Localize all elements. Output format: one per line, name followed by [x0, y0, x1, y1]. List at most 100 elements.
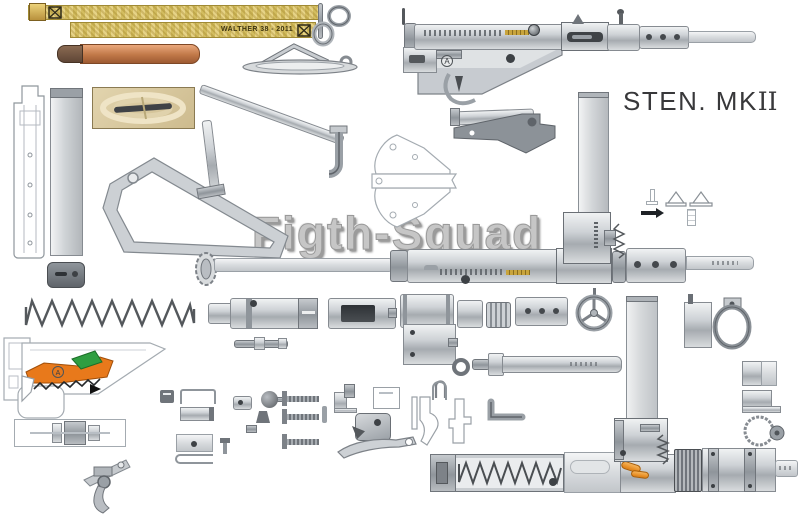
extractor-slot	[302, 311, 315, 314]
butt-plate-dish	[242, 43, 358, 75]
skeleton-stock	[102, 157, 289, 259]
shroud-hole	[646, 34, 652, 40]
cone-plunger	[256, 411, 270, 423]
webbing-sling-1	[28, 5, 320, 20]
collar-piece	[457, 300, 483, 328]
sear-hole	[374, 419, 381, 426]
sling-loop	[311, 21, 335, 47]
sling-ring	[327, 5, 351, 27]
t-stock-tube	[198, 84, 345, 146]
magazine-housing-front-view	[712, 297, 752, 350]
housing-button	[448, 338, 458, 347]
magazine-top-edge	[626, 296, 658, 302]
firing-pin-head	[278, 338, 287, 349]
ribbed-bushing	[486, 302, 511, 328]
section-lug	[388, 308, 397, 318]
angle-bracket-top	[344, 384, 355, 398]
tube-ring	[446, 295, 450, 327]
magazine-display-vertical	[578, 92, 609, 218]
magazine-catch-spring	[612, 223, 626, 259]
band-bolt	[748, 484, 752, 488]
sling-stud-ball	[617, 9, 624, 15]
housing-band	[744, 448, 756, 492]
barrel	[502, 356, 622, 373]
oil-bottle-cap	[57, 45, 83, 63]
t-bolt-head	[282, 391, 287, 406]
lever-hole	[238, 400, 243, 405]
magazine-housing-side-view	[684, 302, 712, 348]
tube-ring	[403, 295, 407, 327]
t-bolt-shaft	[287, 414, 319, 420]
shroud-hole	[652, 261, 659, 268]
barrel-bushing	[742, 361, 762, 386]
magazine-outline-drawing	[13, 85, 45, 259]
barrel-sleeve-front	[607, 24, 640, 51]
knurled-barrel-nut	[674, 449, 702, 492]
bolt-stud	[250, 300, 257, 307]
u-spring-pin	[432, 381, 447, 400]
magazine-feed-lips	[450, 108, 460, 126]
outline-detail-line	[30, 432, 110, 434]
schematic-proof-mark: A	[56, 370, 61, 377]
barrel-markings	[712, 261, 738, 265]
sleeve-hole	[553, 308, 559, 314]
sling-stamp: WALTHER 38 - 2011	[221, 26, 294, 33]
sling-stencil-box-icon	[297, 24, 311, 37]
shroud-hole	[634, 261, 641, 268]
u-channel-strip	[175, 454, 213, 464]
muzzle-markings	[779, 466, 793, 470]
cocking-slot-serrations	[440, 269, 504, 275]
firing-pin-collar	[254, 337, 265, 350]
cocking-handle-knob	[528, 24, 540, 36]
stock-hook-fitting	[328, 125, 348, 178]
screw-head	[220, 438, 230, 443]
band-bolt	[711, 452, 715, 456]
sling-brass-buckle	[29, 3, 46, 21]
trigger-guard	[443, 73, 476, 106]
t-bolt-head	[282, 409, 287, 424]
cocking-slot-serrations	[424, 30, 504, 36]
barrel-nut-front-view	[575, 288, 613, 332]
oil-bottle-body	[80, 44, 200, 64]
t-bolt-head	[282, 434, 287, 449]
pin-vertical	[322, 406, 327, 423]
trigger-mechanism-schematic: A	[3, 337, 167, 419]
spring-clip	[160, 390, 174, 403]
tripping-lever	[337, 436, 417, 459]
housing-bolt	[620, 450, 626, 456]
trigger-cover-plate	[453, 113, 556, 154]
pull-through-cord	[100, 92, 186, 124]
receiver-tube-section	[400, 294, 454, 328]
housing-band	[708, 448, 719, 492]
flanged-cap-foot	[742, 406, 781, 413]
sleeve-hole	[539, 308, 545, 314]
square-bracket-outline	[373, 387, 400, 409]
proof-mark-a: A	[441, 55, 453, 67]
shroud-hole	[674, 34, 680, 40]
receiver-stud	[461, 275, 470, 284]
front-sight-blade-outline	[665, 190, 687, 207]
spring-guide-ball	[549, 478, 557, 486]
magazine-top-cap	[50, 88, 83, 98]
title-roman-numeral: II	[757, 87, 778, 116]
end-cap-detail	[436, 462, 448, 484]
barrel-muzzle	[688, 31, 756, 43]
sear-lever-outline	[448, 398, 472, 444]
magwell-stampings	[594, 220, 598, 248]
plate-end-cap	[209, 407, 214, 421]
t-bolt-shaft	[287, 439, 319, 445]
trigger-assembly-3d	[83, 459, 131, 514]
u-bracket	[180, 389, 216, 404]
ejector-black	[641, 208, 664, 218]
bolt-cutaway-outline	[570, 460, 610, 474]
receiver-catch-bump	[424, 265, 438, 270]
title-main: STEN. MK	[623, 86, 758, 116]
ejection-port-cutout	[341, 305, 375, 322]
sling-stencil-box-icon	[48, 6, 62, 19]
flat-pattern-outline	[371, 134, 458, 228]
washer-ring	[452, 358, 470, 376]
shroud-hole	[670, 261, 677, 268]
floor-plate-hole	[72, 271, 78, 277]
plate-hole	[191, 441, 197, 447]
